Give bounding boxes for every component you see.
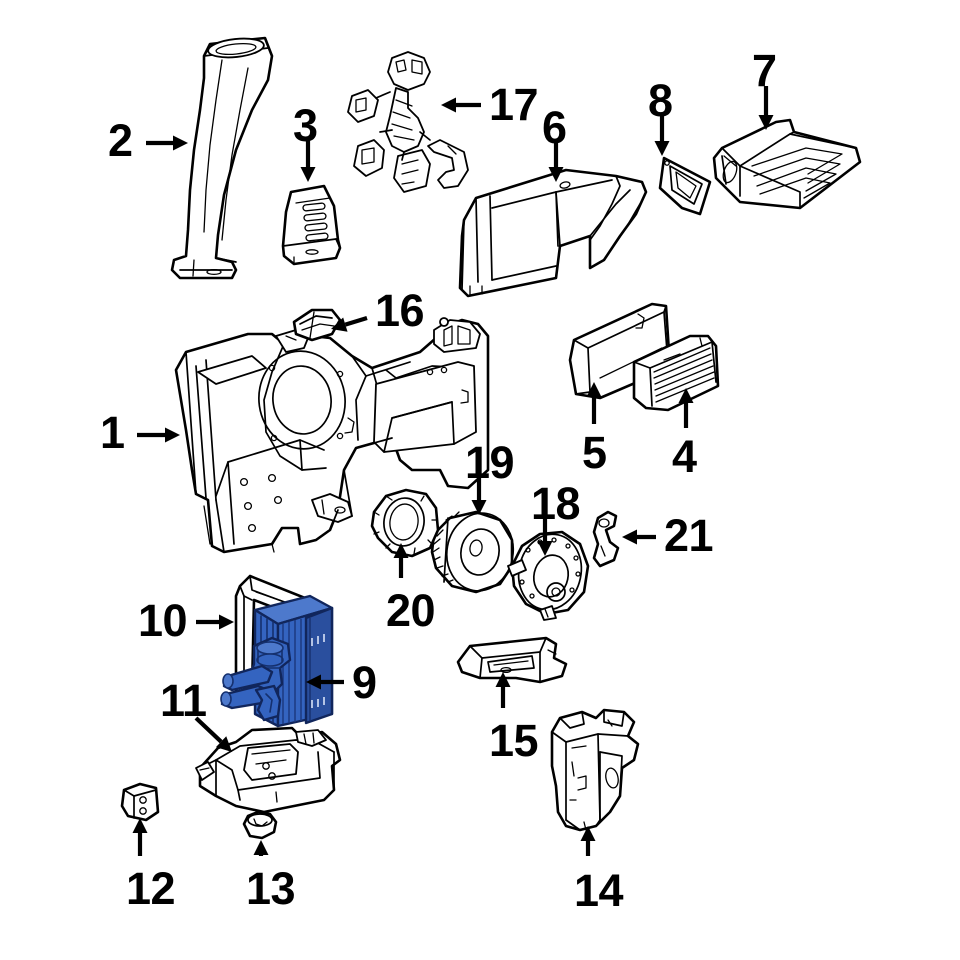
- callout-number-17: 17: [489, 79, 539, 130]
- part-mounting-insulator-block: [120, 782, 160, 822]
- callout-arrow-head-7: [758, 115, 774, 130]
- part-retaining-clip: [592, 510, 620, 568]
- callout-number-9: 9: [352, 657, 377, 708]
- callout-number-3: 3: [293, 100, 318, 151]
- callout-arrow-head-3: [300, 167, 316, 182]
- callout-number-18: 18: [531, 478, 581, 529]
- part-defroster-duct: [170, 36, 274, 280]
- part-drain-grommet: [242, 810, 278, 840]
- callout-arrow-head-21: [622, 529, 637, 545]
- callout-number-10: 10: [138, 595, 188, 646]
- callout-arrow-head-5: [586, 382, 602, 397]
- callout-arrow-head-4: [678, 388, 694, 403]
- callout-arrow-head-15: [495, 672, 511, 687]
- part-blower-mounting-plate: [370, 488, 440, 558]
- part-blower-wheel: [430, 510, 515, 594]
- callout-number-19: 19: [465, 437, 515, 488]
- callout-number-8: 8: [648, 75, 673, 126]
- callout-arrow-head-1: [165, 427, 180, 443]
- callout-arrow-head-17: [441, 97, 456, 113]
- callout-arrow-head-16: [331, 317, 348, 332]
- callout-arrow-head-14: [580, 826, 596, 841]
- callout-arrow-head-9: [306, 674, 321, 690]
- callout-arrow-head-2: [173, 135, 188, 151]
- callout-number-2: 2: [108, 115, 133, 166]
- callout-arrow-head-6: [548, 167, 564, 182]
- callout-arrow-head-10: [219, 614, 234, 630]
- part-register-duct-seal: [658, 156, 712, 216]
- callout-number-1: 1: [100, 407, 125, 458]
- part-wiring-harness: [347, 51, 469, 193]
- callout-arrow-head-18: [537, 541, 553, 556]
- callout-arrow-head-19: [471, 500, 487, 515]
- callout-number-5: 5: [582, 427, 607, 478]
- callout-arrow-group: [132, 86, 774, 856]
- callout-arrow-head-8: [654, 141, 670, 156]
- part-case-seal-plug: [292, 308, 342, 342]
- callout-number-15: 15: [489, 715, 539, 766]
- part-expansion-valve-housing: [550, 708, 640, 832]
- part-demister-nozzle: [281, 184, 342, 266]
- callout-number-11: 11: [160, 675, 207, 726]
- callout-number-13: 13: [246, 863, 296, 914]
- callout-arrow-head-13: [253, 840, 269, 855]
- callout-arrow-head-12: [132, 818, 148, 833]
- part-air-inlet-door: [456, 636, 568, 684]
- callout-arrow-shaft-11: [194, 716, 223, 744]
- callout-number-21: 21: [664, 510, 714, 561]
- callout-number-4: 4: [672, 431, 697, 482]
- callout-number-14: 14: [574, 865, 624, 916]
- callout-arrow-head-11: [215, 736, 232, 752]
- callout-arrow-shaft-16: [344, 315, 368, 327]
- part-instrument-panel-register: [712, 118, 862, 210]
- callout-number-20: 20: [386, 585, 436, 636]
- part-blower-motor: [507, 530, 590, 621]
- callout-number-12: 12: [126, 863, 176, 914]
- part-heater-case-housing: [174, 317, 490, 554]
- callout-number-7: 7: [752, 45, 777, 96]
- callout-number-6: 6: [542, 102, 567, 153]
- callout-number-16: 16: [375, 285, 425, 336]
- part-floor-distribution-duct: [458, 168, 648, 298]
- callout-arrow-head-20: [393, 543, 409, 558]
- part-evaporator-core-highlighted: [220, 594, 334, 728]
- part-evaporator-drain-pan: [195, 726, 342, 814]
